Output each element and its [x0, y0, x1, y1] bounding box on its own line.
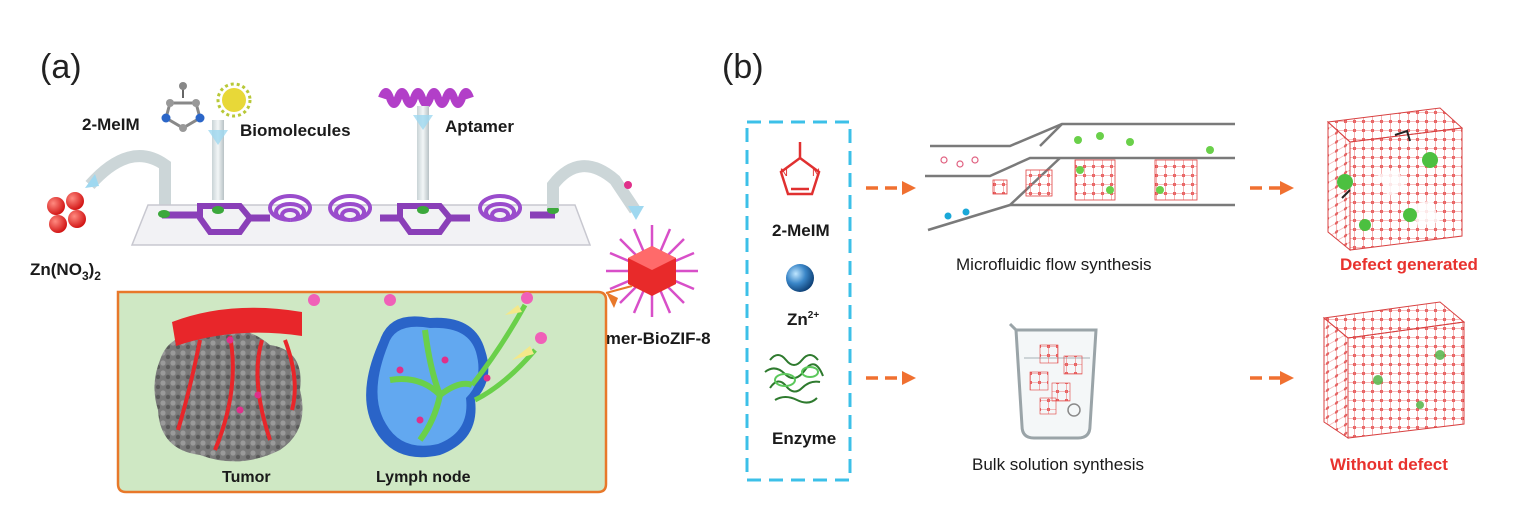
intact-mof-cube	[1322, 301, 1466, 439]
flow-channel-contents	[940, 132, 1214, 220]
enzyme-icon	[764, 354, 824, 404]
biomolecules-label: Biomolecules	[240, 121, 351, 140]
process-arrows	[866, 181, 1294, 385]
melim-label: 2-MeIM	[82, 115, 140, 134]
aptamer-label: Aptamer	[445, 117, 514, 136]
panel-a: (a) 2-MeIM Biomolecules Aptamer	[30, 48, 711, 494]
melim-component-label: 2-MeIM	[772, 221, 830, 240]
feed-arrows	[208, 106, 433, 200]
lymph-node-label: Lymph node	[376, 469, 471, 486]
lymph-node-icon	[366, 303, 537, 458]
biodistribution-inset: Tumor Lymph node	[116, 285, 633, 494]
without-defect-label: Without defect	[1330, 455, 1448, 474]
svg-text:N: N	[812, 167, 820, 179]
nanoparticle-icon	[384, 294, 396, 306]
zinc-nitrate-icon	[47, 192, 86, 233]
panel-b: (b) N N 2-MeIM Zn2+ Enzyme	[722, 48, 1478, 482]
tumor-label: Tumor	[222, 469, 271, 486]
svg-text:N: N	[780, 167, 788, 179]
zinc-ion-icon	[786, 264, 814, 292]
aptamer-icon	[378, 88, 474, 108]
melim-molecule-icon	[161, 82, 205, 132]
arrow-icon	[505, 305, 522, 315]
zinc-ion-label: Zn2+	[787, 310, 819, 329]
beaker-icon	[1008, 322, 1098, 440]
chip-channel	[162, 203, 555, 235]
panel-b-label: (b)	[722, 48, 764, 86]
panel-a-label: (a)	[40, 48, 82, 86]
flow-synthesis-label: Microfluidic flow synthesis	[956, 255, 1152, 274]
components-box	[745, 120, 852, 482]
defect-mof-cube	[1326, 107, 1464, 252]
defect-generated-label: Defect generated	[1340, 255, 1478, 274]
outlet-tube	[547, 160, 640, 214]
enzyme-label: Enzyme	[772, 429, 836, 448]
melim-structure-icon	[779, 142, 821, 196]
zinc-nitrate-label: Zn(NO3)2	[30, 260, 101, 283]
nanoparticle-icon	[308, 294, 320, 306]
bulk-synthesis-label: Bulk solution synthesis	[972, 455, 1144, 474]
biomolecule-icon	[216, 82, 252, 118]
aptamer-biozif8-icon	[606, 225, 698, 317]
tumor-icon	[154, 307, 303, 462]
arrow-icon	[512, 346, 534, 360]
spiral-mixers	[268, 194, 522, 222]
nanoparticle-icon	[535, 332, 547, 344]
inlet-tube	[85, 150, 171, 208]
nanoparticle-icon	[521, 292, 533, 304]
chip-ports	[158, 206, 559, 218]
